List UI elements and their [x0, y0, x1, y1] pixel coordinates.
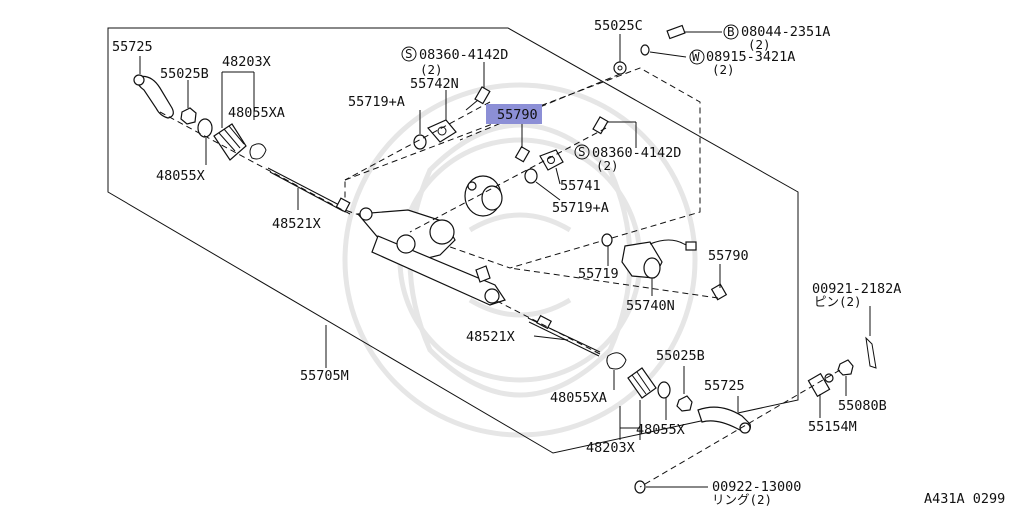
nut-55080b — [837, 359, 854, 376]
mark-s-mid: S — [578, 144, 586, 159]
highlight-55790 — [486, 104, 542, 124]
o-ring-55719 — [601, 233, 613, 247]
label-55790-highlight: 55790 — [497, 107, 538, 123]
label-48055xa-bot: 48055XA — [550, 390, 607, 406]
label-55080b: 55080B — [838, 398, 887, 414]
label-48203x-top: 48203X — [222, 54, 271, 70]
plate-55741 — [539, 149, 564, 171]
mark-b: B — [727, 24, 735, 39]
bolt-55790-mid — [514, 145, 531, 163]
label-55719a-top: 55719+A — [348, 94, 405, 110]
leader-lines — [139, 31, 871, 488]
label-b08044-qty: (2) — [748, 37, 771, 52]
label-55719a-mid: 55719+A — [552, 200, 609, 216]
label-55725-top: 55725 — [112, 39, 153, 55]
label-55705m: 55705M — [300, 368, 349, 384]
boot-48203x-top — [213, 123, 247, 161]
label-00921-sub: ピン(2) — [814, 294, 862, 309]
label-48521x-top: 48521X — [272, 216, 321, 232]
tie-rod-end-top — [133, 74, 174, 119]
label-00922: 00922-13000 — [712, 479, 801, 495]
subassembly-dashed-outline — [344, 67, 701, 269]
label-48055x-bot: 48055X — [636, 422, 685, 438]
bolt-08044 — [666, 24, 686, 40]
assembly-outline — [107, 27, 799, 454]
dashed-connectors — [159, 73, 841, 488]
label-55742n: 55742N — [410, 76, 459, 92]
mark-w: W — [692, 49, 700, 64]
clip-48055xa-bot — [606, 352, 627, 370]
label-55154m: 55154M — [808, 419, 857, 435]
cotter-pin-00921 — [865, 336, 877, 369]
o-ring-55719a-mid — [524, 168, 538, 184]
watermark-emblem — [342, 82, 698, 438]
actuator-55740n — [621, 239, 697, 279]
label-48055x-top: 48055X — [156, 168, 205, 184]
label-s08360-top-qty: (2) — [420, 62, 443, 77]
label-48055xa-top: 48055XA — [228, 105, 285, 121]
washer-55025c — [613, 61, 627, 75]
mark-s-top: S — [405, 46, 413, 61]
bolt-08360-top — [465, 86, 491, 111]
plate-55742n — [427, 119, 457, 143]
clip-48055xa-top — [249, 143, 267, 160]
label-w08915: 08915-3421A — [706, 49, 795, 65]
label-55740n: 55740N — [626, 298, 675, 314]
inner-rod-48521x-bot — [527, 314, 601, 357]
motor-55790 — [464, 175, 503, 217]
gear-housing-55705m — [356, 207, 506, 306]
label-b08044: 08044-2351A — [741, 24, 830, 40]
washer-08915 — [640, 44, 650, 56]
label-55025c: 55025C — [594, 18, 643, 34]
nut-55025b-bot — [676, 395, 693, 412]
bolt-55790-right — [710, 283, 728, 301]
label-00922-sub: リング(2) — [712, 492, 772, 507]
label-s08360-top: 08360-4142D — [419, 47, 508, 63]
inner-rod-48521x-top — [267, 167, 351, 213]
label-55025b-top: 55025B — [160, 66, 209, 82]
marks — [401, 24, 739, 160]
nut-55025b-top — [180, 107, 197, 125]
o-ring-55719a-top — [413, 134, 427, 150]
label-55025b-bot: 55025B — [656, 348, 705, 364]
label-s08360-mid-qty: (2) — [596, 158, 619, 173]
label-55719: 55719 — [578, 266, 619, 282]
boot-48203x-bot — [627, 367, 657, 399]
label-48203x-bot: 48203X — [586, 440, 635, 456]
label-00921: 00921-2182A — [812, 281, 901, 297]
clamp-48055x-top — [197, 118, 213, 138]
label-s08360-mid: 08360-4142D — [592, 145, 681, 161]
bushing-55154m — [807, 372, 834, 398]
label-55790: 55790 — [708, 248, 749, 264]
clamp-48055x-bot — [657, 381, 671, 399]
tie-rod-end-bot — [697, 406, 751, 434]
bolt-08360-mid — [592, 116, 609, 135]
label-48521x-bot: 48521X — [466, 329, 515, 345]
label-55741: 55741 — [560, 178, 601, 194]
label-55725-bot: 55725 — [704, 378, 745, 394]
label-w08915-qty: (2) — [712, 62, 735, 77]
diagram-code: A431A 0299 — [924, 491, 1005, 507]
